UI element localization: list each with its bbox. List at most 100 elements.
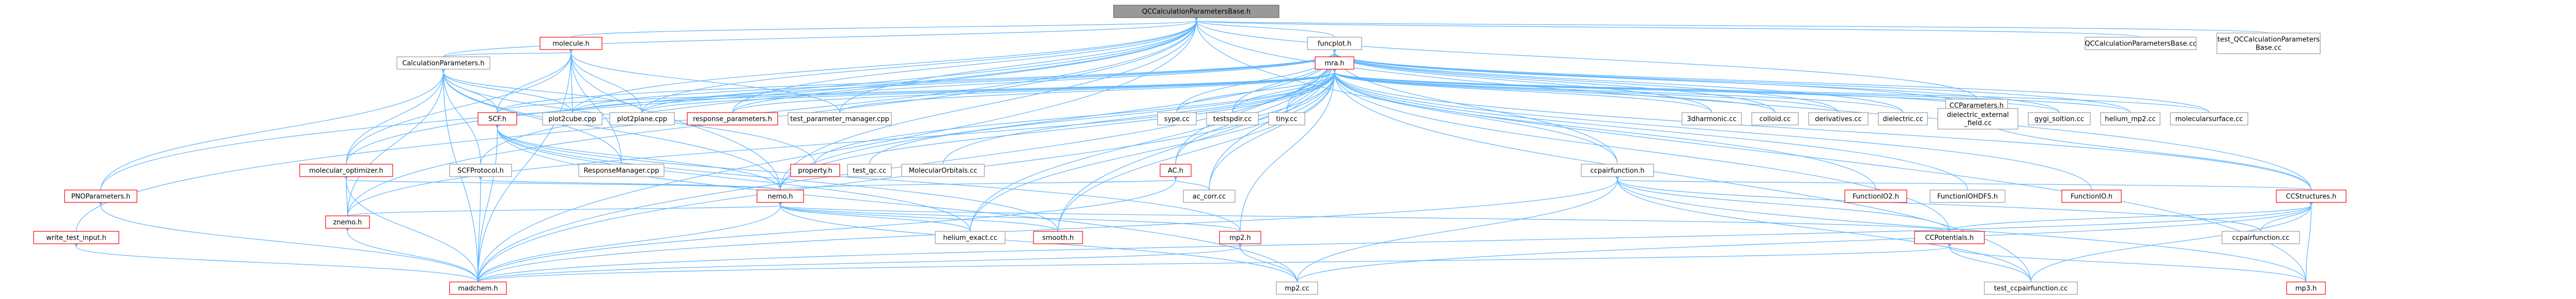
edge-mra-to-colloid xyxy=(1332,68,1776,113)
edge-nemo-to-smooth xyxy=(778,201,1059,232)
node-testspdir[interactable]: testspdir.cc xyxy=(1206,112,1259,125)
node-label: mp2.cc xyxy=(1285,285,1309,293)
edge-scf-to-mp2cc xyxy=(495,123,1298,282)
node-box xyxy=(1930,190,2006,203)
node-label: ccpairfunction.h xyxy=(1591,167,1645,175)
node-mol-opt[interactable]: molecular_optimizer.h xyxy=(299,164,393,177)
node-scf[interactable]: SCF.h xyxy=(477,112,517,125)
edge-calcparams-to-nemo xyxy=(441,68,781,191)
node-label: PNOParameters.h xyxy=(71,193,131,201)
node-property[interactable]: property.h xyxy=(790,164,840,177)
node-mp2h[interactable]: mp2.h xyxy=(1219,231,1261,244)
node-funcplot[interactable]: funcplot.h xyxy=(1307,37,1362,50)
node-derivatives[interactable]: derivatives.cc xyxy=(1808,112,1869,125)
node-box xyxy=(1581,164,1654,177)
node-label: AC.h xyxy=(1168,167,1183,175)
edge-mra-to-ccpotentials xyxy=(1332,68,1950,232)
edge-calcparams-to-respmgr xyxy=(441,68,622,165)
edge-root-to-ccstructures xyxy=(1194,16,2312,191)
node-b3harmonic[interactable]: 3dharmonic.cc xyxy=(1682,112,1742,125)
edge-mra-to-dielectric xyxy=(1332,68,1904,113)
node-molorbitals[interactable]: MolecularOrbitals.cc xyxy=(901,164,985,177)
node-znemo[interactable]: znemo.h xyxy=(325,215,370,229)
node-label: dielectric_external_field.cc xyxy=(1947,112,2009,128)
node-helium-mp2[interactable]: helium_mp2.cc xyxy=(2100,112,2161,125)
node-gygi[interactable]: gygi_soltion.cc xyxy=(2028,112,2091,125)
node-box xyxy=(1033,231,1083,244)
node-sypc[interactable]: sype.cc xyxy=(1157,112,1197,125)
edge-ccstructures-to-mp3 xyxy=(2305,201,2314,282)
node-mra[interactable]: mra.h xyxy=(1315,56,1354,70)
node-box xyxy=(757,190,804,203)
edge-funcplot-to-derivatives xyxy=(1332,48,1839,113)
edge-calcparams-to-scfprotocol xyxy=(441,68,481,165)
edge-mra-to-property xyxy=(814,68,1337,165)
node-ac[interactable]: AC.h xyxy=(1160,164,1192,177)
edge-mra-to-mp2h xyxy=(1240,68,1337,232)
node-func2d[interactable]: FunctionIO2.h xyxy=(1844,190,1907,203)
node-root[interactable]: QCCalculationParametersBase.h xyxy=(1113,5,1279,18)
node-test-pm[interactable]: test_parameter_manager.cpp xyxy=(788,112,892,125)
node-ccpairfunction[interactable]: ccpairfunction.h xyxy=(1581,164,1654,177)
node-smooth[interactable]: smooth.h xyxy=(1033,231,1083,244)
edge-nemo-to-znemo xyxy=(347,201,783,216)
node-ccpotentials[interactable]: CCPotentials.h xyxy=(1914,231,1985,244)
edge-root-to-molecule xyxy=(570,16,1199,38)
node-plot2plane[interactable]: plot2plane.cpp xyxy=(609,112,675,125)
node-ccstructures[interactable]: CCStructures.h xyxy=(2276,190,2347,203)
edge-mra-to-testspdir xyxy=(1232,68,1337,113)
node-respmgr[interactable]: ResponseManager.cpp xyxy=(578,164,665,177)
node-mp2cc[interactable]: mp2.cc xyxy=(1276,281,1318,295)
edge-funcplot-to-colloid xyxy=(1332,48,1776,113)
node-dielectric-ext[interactable]: dielectric_external_field.cc xyxy=(1937,108,2018,130)
node-box xyxy=(609,112,675,125)
node-box xyxy=(790,164,840,177)
edge-mra-to-helium_exact xyxy=(969,68,1337,232)
edge-calcparams-to-mol_opt xyxy=(346,68,446,165)
node-box xyxy=(1878,112,1928,125)
node-helium-exact[interactable]: helium_exact.cc xyxy=(935,231,1006,244)
edge-mp2h-to-mp2cc xyxy=(1238,242,1298,282)
node-funchdf5[interactable]: FunctionIOHDF5.h xyxy=(1930,190,2006,203)
node-label: CalculationParameters.h xyxy=(402,60,484,68)
node-box xyxy=(2222,231,2300,244)
edge-molecule-to-calcparams xyxy=(443,48,575,57)
edge-layer xyxy=(73,15,2314,282)
node-scfprotocol[interactable]: SCFProtocol.h xyxy=(449,164,512,177)
node-box xyxy=(2085,37,2197,50)
edge-nemo-to-madchem xyxy=(477,201,783,282)
node-label: MolecularOrbitals.cc xyxy=(909,167,977,175)
node-plot2cube[interactable]: plot2cube.cpp xyxy=(542,112,603,125)
node-box xyxy=(578,164,665,177)
edge-mra-to-ac_corr xyxy=(1209,68,1337,191)
edge-ccstructures-to-madchem xyxy=(477,201,2314,282)
edge-mol_opt-to-madchem xyxy=(344,175,479,282)
node-madchem[interactable]: madchem.h xyxy=(449,281,507,295)
edge-root-to-nemo xyxy=(780,16,1199,191)
node-funcio[interactable]: FunctionIO.h xyxy=(2061,190,2122,203)
node-label: test_ccpairfunction.cc xyxy=(1994,285,2068,293)
node-mp3[interactable]: mp3.h xyxy=(2286,281,2326,295)
node-response-params[interactable]: response_parameters.h xyxy=(687,112,778,125)
node-colloid[interactable]: colloid.cc xyxy=(1751,112,1799,125)
node-test-qc[interactable]: test_qc.cc xyxy=(847,164,892,177)
node-calcparams[interactable]: CalculationParameters.h xyxy=(396,56,490,70)
node-molsurf[interactable]: molecularsurface.cc xyxy=(2170,112,2248,125)
node-molecule[interactable]: molecule.h xyxy=(539,37,603,50)
node-nemo[interactable]: nemo.h xyxy=(757,190,804,203)
node-ccpairfunction-cc[interactable]: ccpairfunction.cc xyxy=(2222,231,2300,244)
node-dielectric[interactable]: dielectric.cc xyxy=(1878,112,1928,125)
edge-mol_opt-to-nemo xyxy=(343,175,781,191)
node-ac-corr[interactable]: ac_corr.cc xyxy=(1183,190,1236,203)
node-box xyxy=(1113,5,1279,18)
node-label: ccpairfunction.cc xyxy=(2232,234,2289,242)
edge-scfprotocol-to-nemo xyxy=(477,175,781,191)
node-pno[interactable]: PNOParameters.h xyxy=(64,190,137,203)
node-box xyxy=(1751,112,1799,125)
node-test-ccpair[interactable]: test_ccpairfunction.cc xyxy=(1984,281,2078,295)
node-tiny[interactable]: tiny.cc xyxy=(1268,112,1305,125)
node-qcbase-cc[interactable]: QCCalculationParametersBase.cc xyxy=(2085,37,2197,50)
edge-mra-to-response_params xyxy=(732,68,1337,113)
node-write-test[interactable]: write_test_input.h xyxy=(33,231,119,244)
